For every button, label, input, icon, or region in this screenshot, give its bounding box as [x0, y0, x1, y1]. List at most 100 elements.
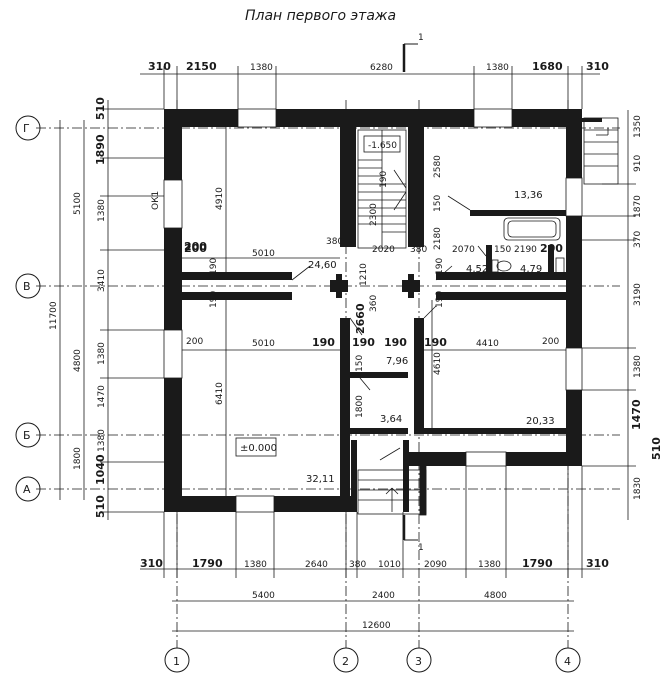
svg-text:1680: 1680 — [532, 60, 563, 73]
section-mark-top: 1 — [402, 33, 424, 72]
stair-level: -1.650 — [368, 141, 397, 151]
svg-text:1040: 1040 — [94, 454, 107, 485]
plan-title: План первого этажа — [245, 8, 396, 24]
bathtub — [503, 217, 561, 241]
svg-text:1470: 1470 — [630, 399, 643, 430]
svg-text:1470: 1470 — [97, 385, 107, 408]
interior-walls — [182, 118, 602, 512]
svg-text:ОК1: ОК1 — [151, 191, 161, 210]
svg-text:200: 200 — [184, 240, 207, 253]
svg-text:4800: 4800 — [484, 591, 507, 601]
svg-text:190: 190 — [435, 258, 445, 275]
svg-text:1380: 1380 — [633, 355, 643, 378]
svg-text:11700: 11700 — [49, 301, 59, 330]
svg-text:150: 150 — [355, 355, 365, 372]
room-kitchen-area: 13,36 — [514, 190, 543, 201]
svg-text:5010: 5010 — [252, 249, 275, 259]
svg-text:190: 190 — [312, 336, 335, 349]
bottom-dimension-texts: 310 1790 1380 2640 380 1010 2090 1380 17… — [140, 557, 609, 631]
svg-text:190: 190 — [435, 291, 445, 308]
svg-text:380: 380 — [410, 245, 427, 255]
svg-text:2070: 2070 — [452, 245, 475, 255]
svg-text:1380: 1380 — [97, 342, 107, 365]
svg-text:200: 200 — [540, 242, 563, 255]
dimension-lines — [59, 66, 636, 632]
sink — [555, 257, 565, 277]
svg-text:1790: 1790 — [192, 557, 223, 570]
axis-label-a: А — [23, 483, 31, 496]
svg-text:4410: 4410 — [476, 339, 499, 349]
svg-text:310: 310 — [140, 557, 163, 570]
svg-text:1890: 1890 — [94, 134, 107, 165]
svg-text:2180: 2180 — [433, 227, 443, 250]
svg-text:190: 190 — [209, 291, 219, 308]
svg-text:380: 380 — [349, 560, 366, 570]
svg-text:3410: 3410 — [97, 269, 107, 292]
svg-text:190: 190 — [352, 336, 375, 349]
svg-text:150: 150 — [494, 245, 511, 255]
svg-text:190: 190 — [384, 336, 407, 349]
axis-label-1: 1 — [173, 655, 180, 668]
svg-text:4910: 4910 — [215, 187, 225, 210]
svg-text:1870: 1870 — [633, 195, 643, 218]
right-porch-stairs — [583, 117, 619, 185]
svg-text:510: 510 — [650, 437, 663, 460]
axis-label-4: 4 — [564, 655, 571, 668]
level-mark-box — [235, 437, 277, 457]
svg-text:1380: 1380 — [478, 560, 501, 570]
room-vestibule-area: 3,64 — [380, 414, 402, 425]
svg-text:12600: 12600 — [362, 621, 391, 631]
svg-text:310: 310 — [148, 60, 171, 73]
svg-text:1: 1 — [418, 543, 424, 553]
svg-text:2660: 2660 — [354, 303, 367, 334]
svg-text:1380: 1380 — [97, 429, 107, 452]
svg-text:190: 190 — [424, 336, 447, 349]
svg-text:190: 190 — [209, 258, 219, 275]
svg-text:1830: 1830 — [633, 477, 643, 500]
right-dimension-texts: 1350 910 1870 370 3190 1380 1470 510 183… — [630, 115, 663, 500]
inner-dimension-lines — [182, 127, 566, 496]
svg-text:510: 510 — [94, 495, 107, 518]
entrance-stairs — [357, 454, 427, 516]
svg-text:200: 200 — [186, 337, 203, 347]
svg-text:310: 310 — [586, 557, 609, 570]
toilet — [491, 259, 512, 273]
axis-label-3: 3 — [415, 655, 422, 668]
svg-text:1380: 1380 — [97, 199, 107, 222]
window-openings — [163, 108, 583, 513]
svg-text:3190: 3190 — [633, 283, 643, 306]
svg-text:2400: 2400 — [372, 591, 395, 601]
axis-label-2: 2 — [342, 655, 349, 668]
svg-text:5010: 5010 — [252, 339, 275, 349]
svg-text:4800: 4800 — [73, 349, 83, 372]
svg-text:2580: 2580 — [433, 155, 443, 178]
svg-text:510: 510 — [94, 97, 107, 120]
axis-label-b: Б — [23, 429, 31, 442]
top-dimension-texts: 310 2150 1380 6280 1380 1680 310 — [148, 60, 609, 73]
svg-text:2300: 2300 — [369, 203, 379, 226]
left-dimension-texts: 510 1890 1380 200 3410 1380 1470 1380 10… — [49, 97, 207, 518]
svg-text:1210: 1210 — [359, 263, 369, 286]
svg-text:200: 200 — [542, 337, 559, 347]
section-mark-bottom: 1 — [402, 515, 424, 553]
room-living-area: 32,11 — [306, 474, 335, 485]
svg-text:5400: 5400 — [252, 591, 275, 601]
svg-text:6280: 6280 — [370, 63, 393, 73]
svg-text:1380: 1380 — [250, 63, 273, 73]
door-swings — [291, 195, 487, 461]
room-bath-area: 4,79 — [520, 264, 542, 275]
room-hall-area: 24,60 — [308, 260, 337, 271]
svg-text:6410: 6410 — [215, 382, 225, 405]
svg-text:1800: 1800 — [73, 447, 83, 470]
room-closet-area: 7,96 — [386, 356, 408, 367]
staircase — [357, 129, 407, 249]
axis-bubbles-horizontal: Г В Б А — [15, 115, 41, 502]
svg-text:2190: 2190 — [514, 245, 537, 255]
svg-text:1800: 1800 — [355, 395, 365, 418]
svg-text:1010: 1010 — [378, 560, 401, 570]
room-areas: 32,11 ±0.000 20,33 13,36 24,60 7,96 3,64… — [235, 190, 555, 485]
axis-label-v: В — [23, 280, 31, 293]
svg-text:370: 370 — [633, 231, 643, 248]
svg-text:1: 1 — [418, 33, 424, 43]
